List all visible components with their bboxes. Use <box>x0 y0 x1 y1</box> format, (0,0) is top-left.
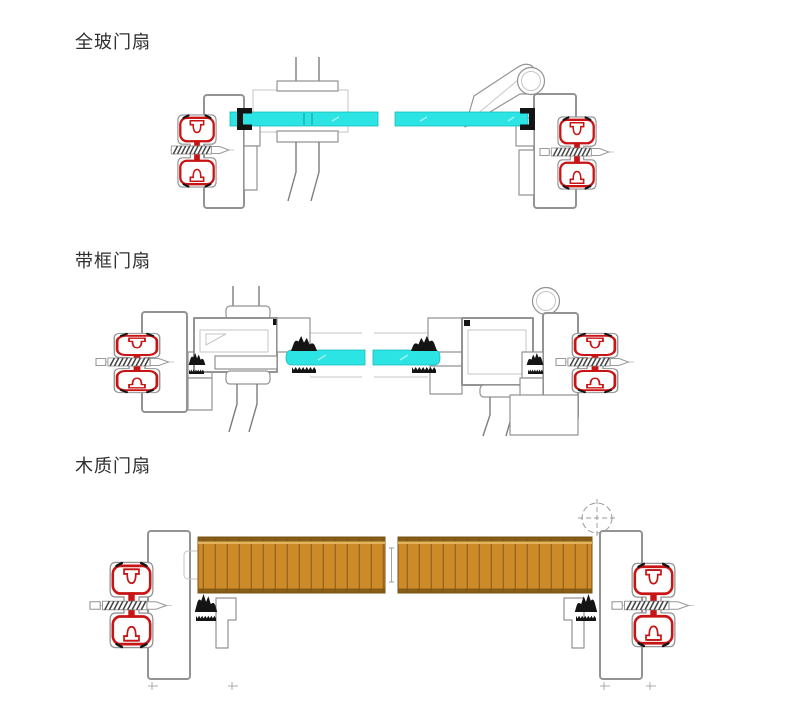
pivot-hinge-circle <box>531 286 561 316</box>
panel-seal-left-teeth <box>196 615 216 621</box>
wood-right-segment <box>397 536 593 594</box>
fastening-screw <box>611 600 695 611</box>
glass-right-segment <box>394 111 529 127</box>
section-title-framed: 带框门扇 <box>75 251 151 271</box>
glass-right-segment <box>372 349 441 366</box>
glazing-serrated-gasket-left <box>292 367 316 373</box>
diagram-wooden-door <box>89 499 695 690</box>
frame-continuation-lines <box>310 332 428 378</box>
panel-break-dimension <box>389 547 394 583</box>
section-title-wooden: 木质门扇 <box>75 456 151 476</box>
glass-left-segment <box>285 349 366 366</box>
panel-seal-left <box>194 594 218 612</box>
wood-panel <box>197 536 593 594</box>
section-title-all-glass: 全玻门扇 <box>75 32 151 52</box>
glass-panel <box>229 111 529 127</box>
glass-panel <box>285 349 441 366</box>
patch-fitting <box>252 57 349 202</box>
panel-seal-right-teeth <box>576 615 596 621</box>
wood-left-segment <box>197 536 386 594</box>
door-stile-right <box>427 317 534 437</box>
door-stile-left <box>193 286 311 433</box>
diagram-framed-door <box>95 286 635 437</box>
fastening-screw <box>539 147 615 157</box>
diagram-all-glass-door <box>170 57 615 209</box>
pivot-hinge-dashed-circle <box>578 499 616 537</box>
fastening-screw <box>555 357 635 367</box>
